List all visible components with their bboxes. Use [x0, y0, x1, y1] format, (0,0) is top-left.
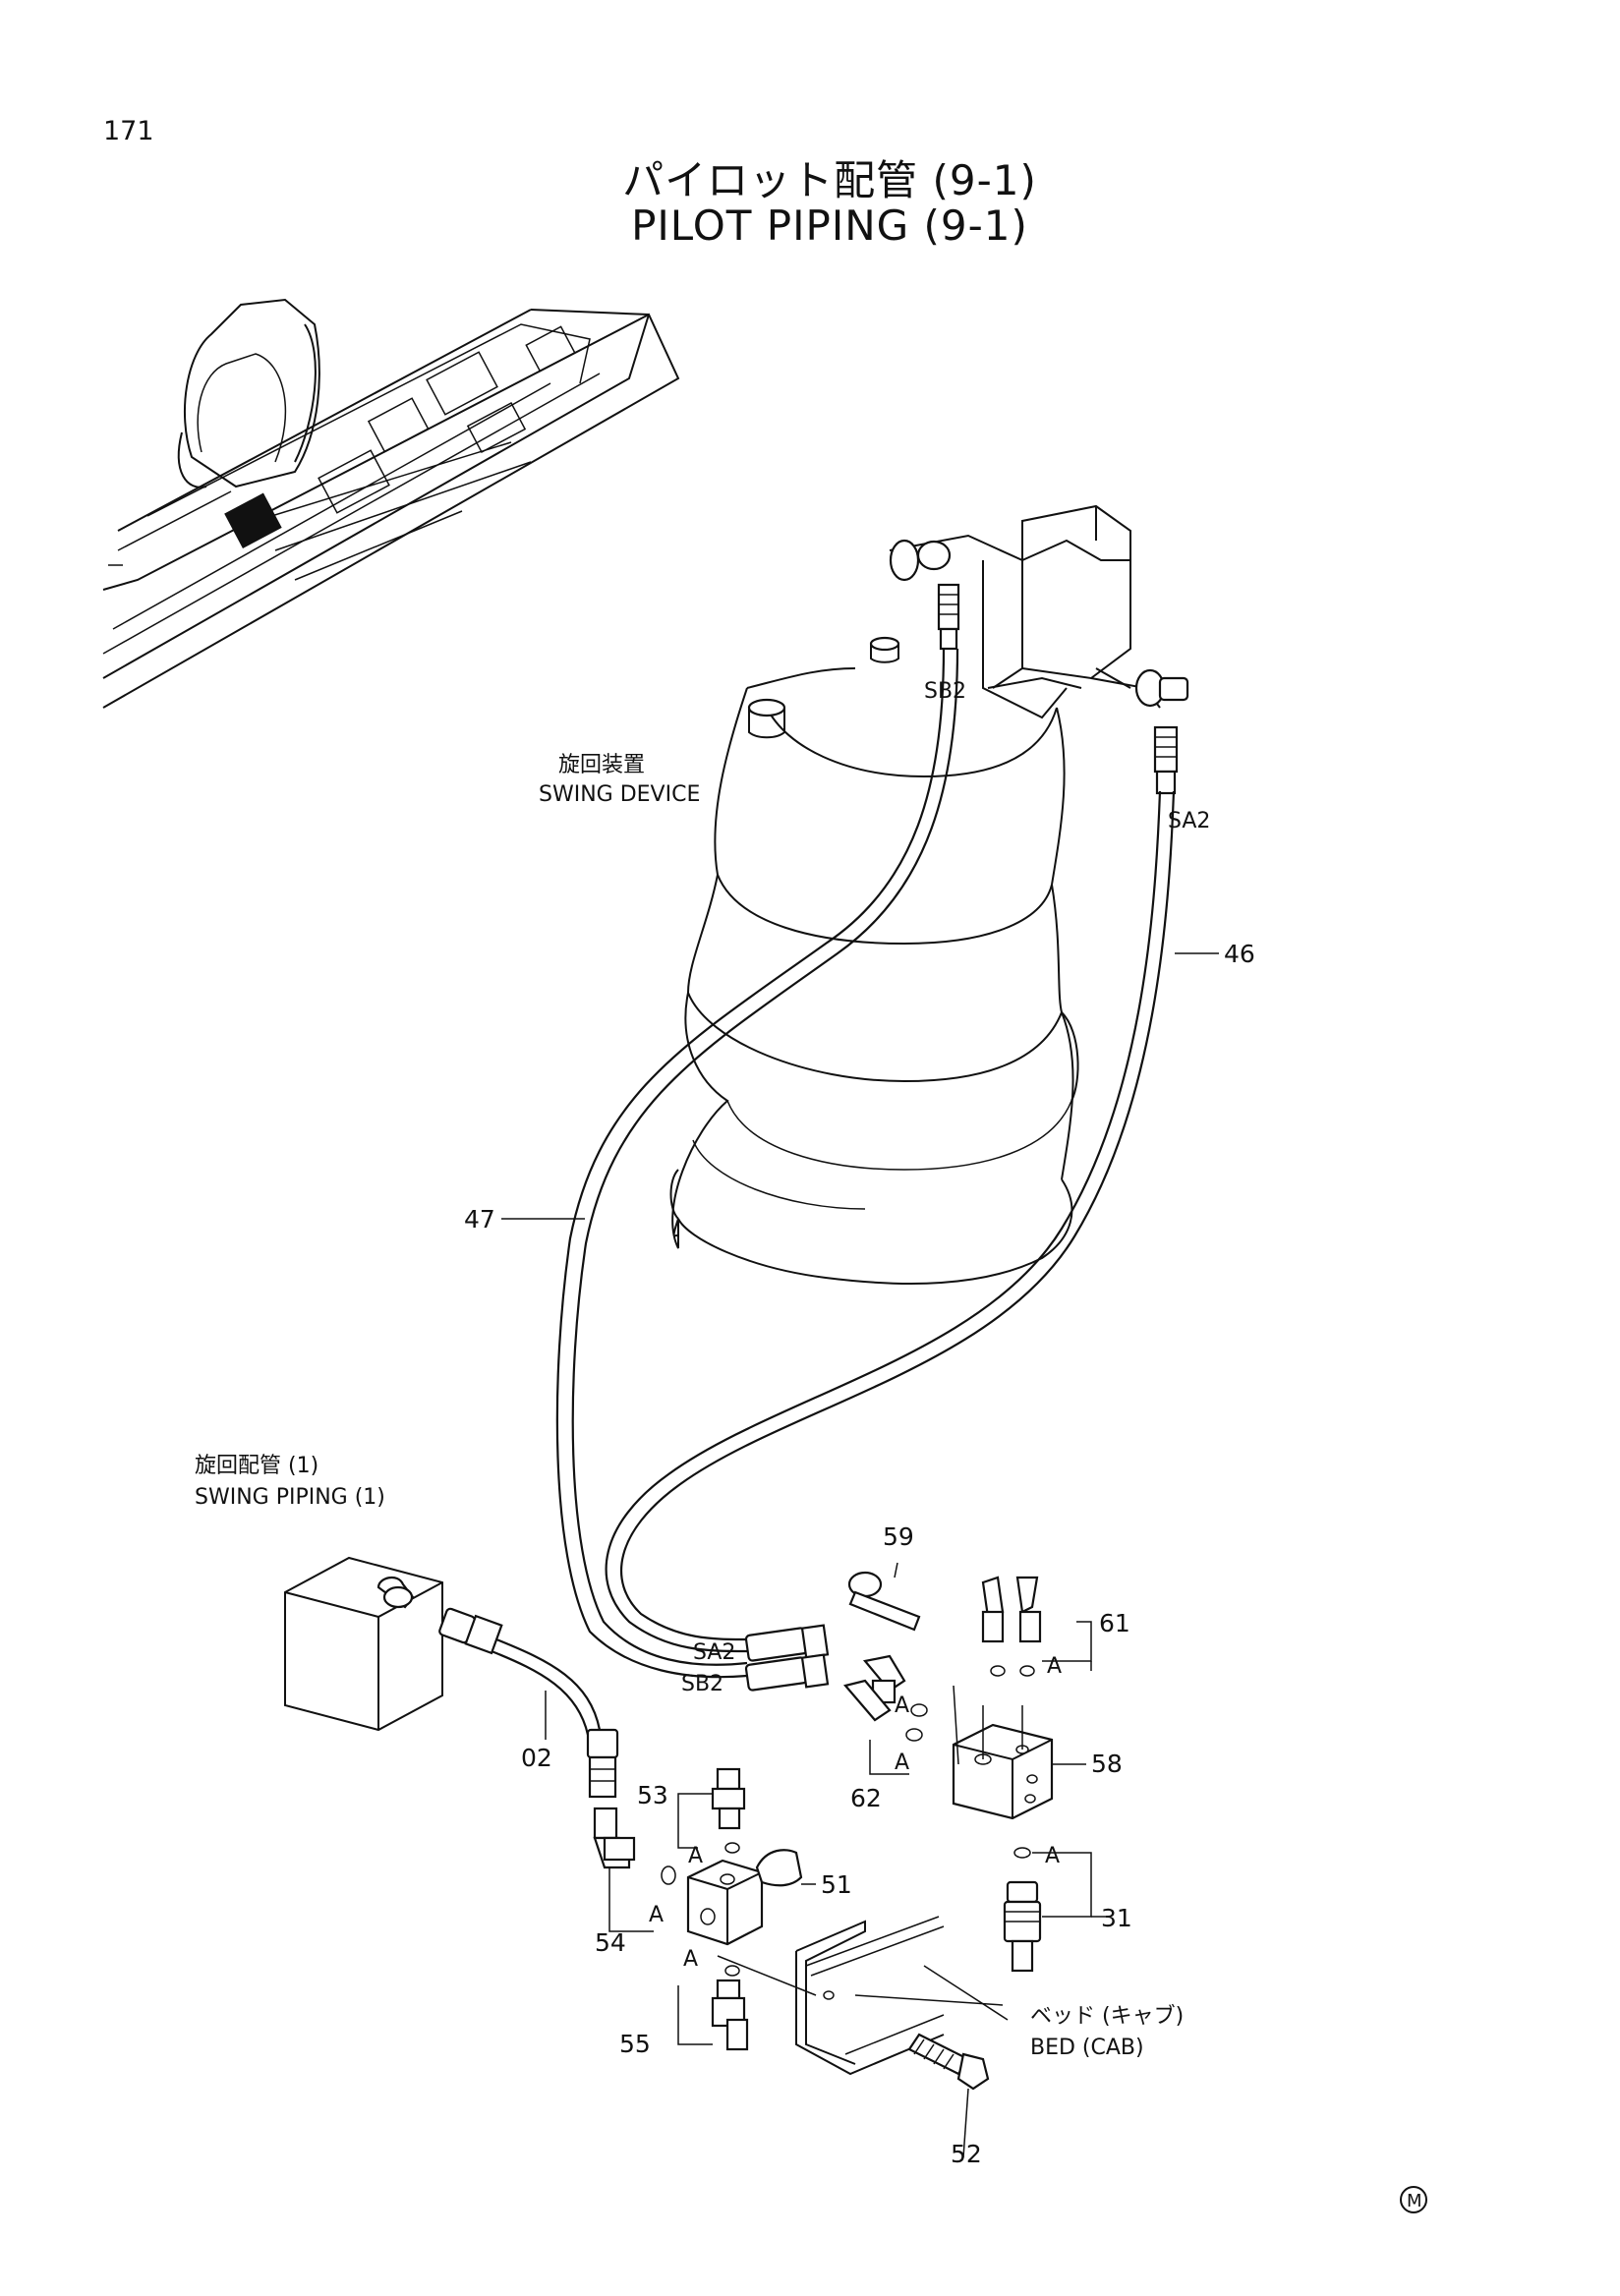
label-swing-device-en: SWING DEVICE: [539, 782, 700, 807]
swing-device-body: [669, 504, 1189, 1285]
detail-marker-a-54: A: [649, 1903, 664, 1927]
page-number: 171: [103, 116, 154, 146]
label-swing-piping-jp: 旋回配管 (1): [195, 1454, 318, 1478]
port-label-sb2-top: SB2: [924, 679, 966, 704]
swing-piping-block: [284, 1556, 443, 1732]
detail-marker-a-62-upper: A: [895, 1693, 909, 1718]
manufacturer-mark-letter: M: [1407, 2191, 1422, 2211]
manifold-block-58: [952, 1685, 1054, 1820]
bolt-59: [847, 1571, 921, 1632]
fitting-53: [711, 1767, 746, 1854]
elbow-fitting-54: [593, 1807, 676, 1885]
detail-marker-a-53: A: [688, 1844, 703, 1868]
part-number-31: 31: [1101, 1904, 1132, 1932]
page-title-en: PILOT PIPING (9-1): [631, 201, 1028, 250]
label-bed-cab-en: BED (CAB): [1030, 2036, 1144, 2060]
detail-marker-a-61: A: [1047, 1654, 1062, 1679]
part-number-58: 58: [1091, 1750, 1123, 1778]
page-title-jp: パイロット配管 (9-1): [622, 156, 1037, 204]
part-number-61: 61: [1099, 1609, 1130, 1637]
label-swing-device-jp: 旋回装置: [558, 753, 645, 777]
machine-overview-illustration: [102, 298, 680, 709]
detail-marker-a-31: A: [1045, 1844, 1060, 1868]
swing-hose-02: [438, 1607, 619, 1799]
pilot-hose-46: [605, 790, 1176, 1653]
port-label-sa2-hose: SA2: [693, 1640, 735, 1665]
manufacturer-mark: M: [1400, 2186, 1427, 2213]
detail-marker-a-62-lower: A: [895, 1751, 909, 1775]
part-number-62: 62: [850, 1784, 882, 1812]
bed-cab-bracket: [795, 1916, 945, 2076]
part-number-02: 02: [521, 1744, 552, 1772]
detail-marker-a-55: A: [683, 1947, 698, 1972]
part-number-47: 47: [464, 1205, 495, 1234]
part-number-59: 59: [883, 1522, 914, 1551]
tee-fitting-55: [711, 1965, 749, 2051]
bolt-52: [907, 2033, 990, 2158]
check-valve-31: [1003, 1847, 1042, 1973]
part-number-52: 52: [951, 2140, 982, 2168]
port-label-sa2-right: SA2: [1168, 809, 1210, 833]
manifold-block-51: [686, 1849, 803, 1946]
part-number-54: 54: [595, 1928, 626, 1957]
part-number-55: 55: [619, 2030, 651, 2058]
hose-end-fittings: [744, 1624, 830, 1692]
part-number-51: 51: [821, 1870, 852, 1899]
callout-labels: 旋回装置 SWING DEVICE 旋回配管 (1) SWING PIPING …: [195, 679, 1210, 2060]
part-number-53: 53: [637, 1781, 668, 1809]
port-label-sb2-hose: SB2: [681, 1672, 723, 1696]
label-swing-piping-en: SWING PIPING (1): [195, 1485, 385, 1510]
part-number-46: 46: [1224, 940, 1255, 968]
pilot-hose-47: [555, 648, 959, 1679]
label-bed-cab-jp: ベッド (キャブ): [1030, 2004, 1184, 2029]
fitting-62: [843, 1654, 928, 1742]
fitting-61: [981, 1576, 1042, 1677]
part-number-callouts: 46 47 59 61 58 62 02 53 51 54 31 55 52: [464, 940, 1255, 2168]
leader-lines: [501, 952, 1219, 2045]
